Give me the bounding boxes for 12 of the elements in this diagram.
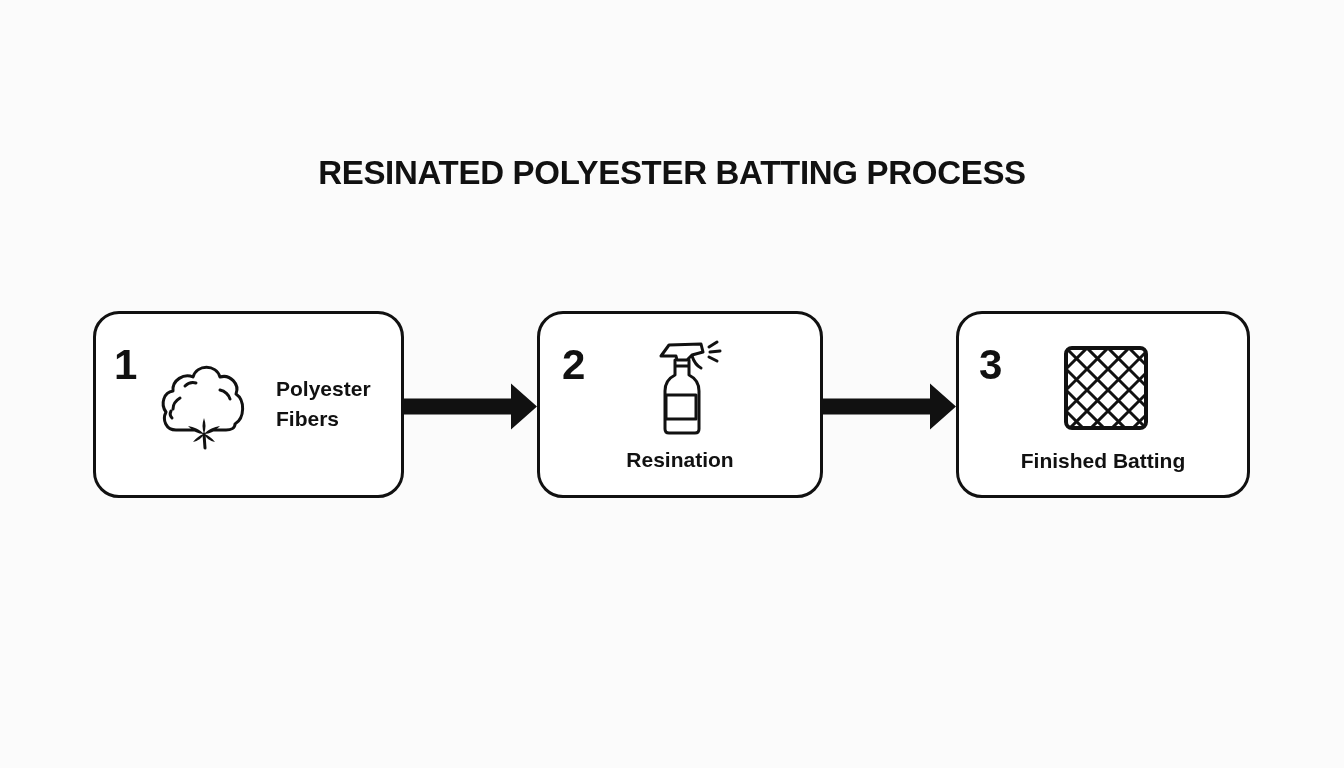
process-step-box (537, 311, 823, 498)
step-number: 1 (114, 344, 138, 386)
step-label: Resination (625, 447, 735, 473)
step-label: Finished Batting (1019, 448, 1187, 474)
diagram-title: RESINATED POLYESTER BATTING PROCESS (318, 154, 1026, 192)
step-label: Polyester Fibers (276, 376, 372, 432)
arrow (823, 383, 956, 430)
process-step-box (93, 311, 404, 498)
step-number: 3 (979, 344, 1003, 386)
step-number: 2 (562, 344, 586, 386)
process-step-box (956, 311, 1250, 498)
arrow (404, 383, 537, 430)
